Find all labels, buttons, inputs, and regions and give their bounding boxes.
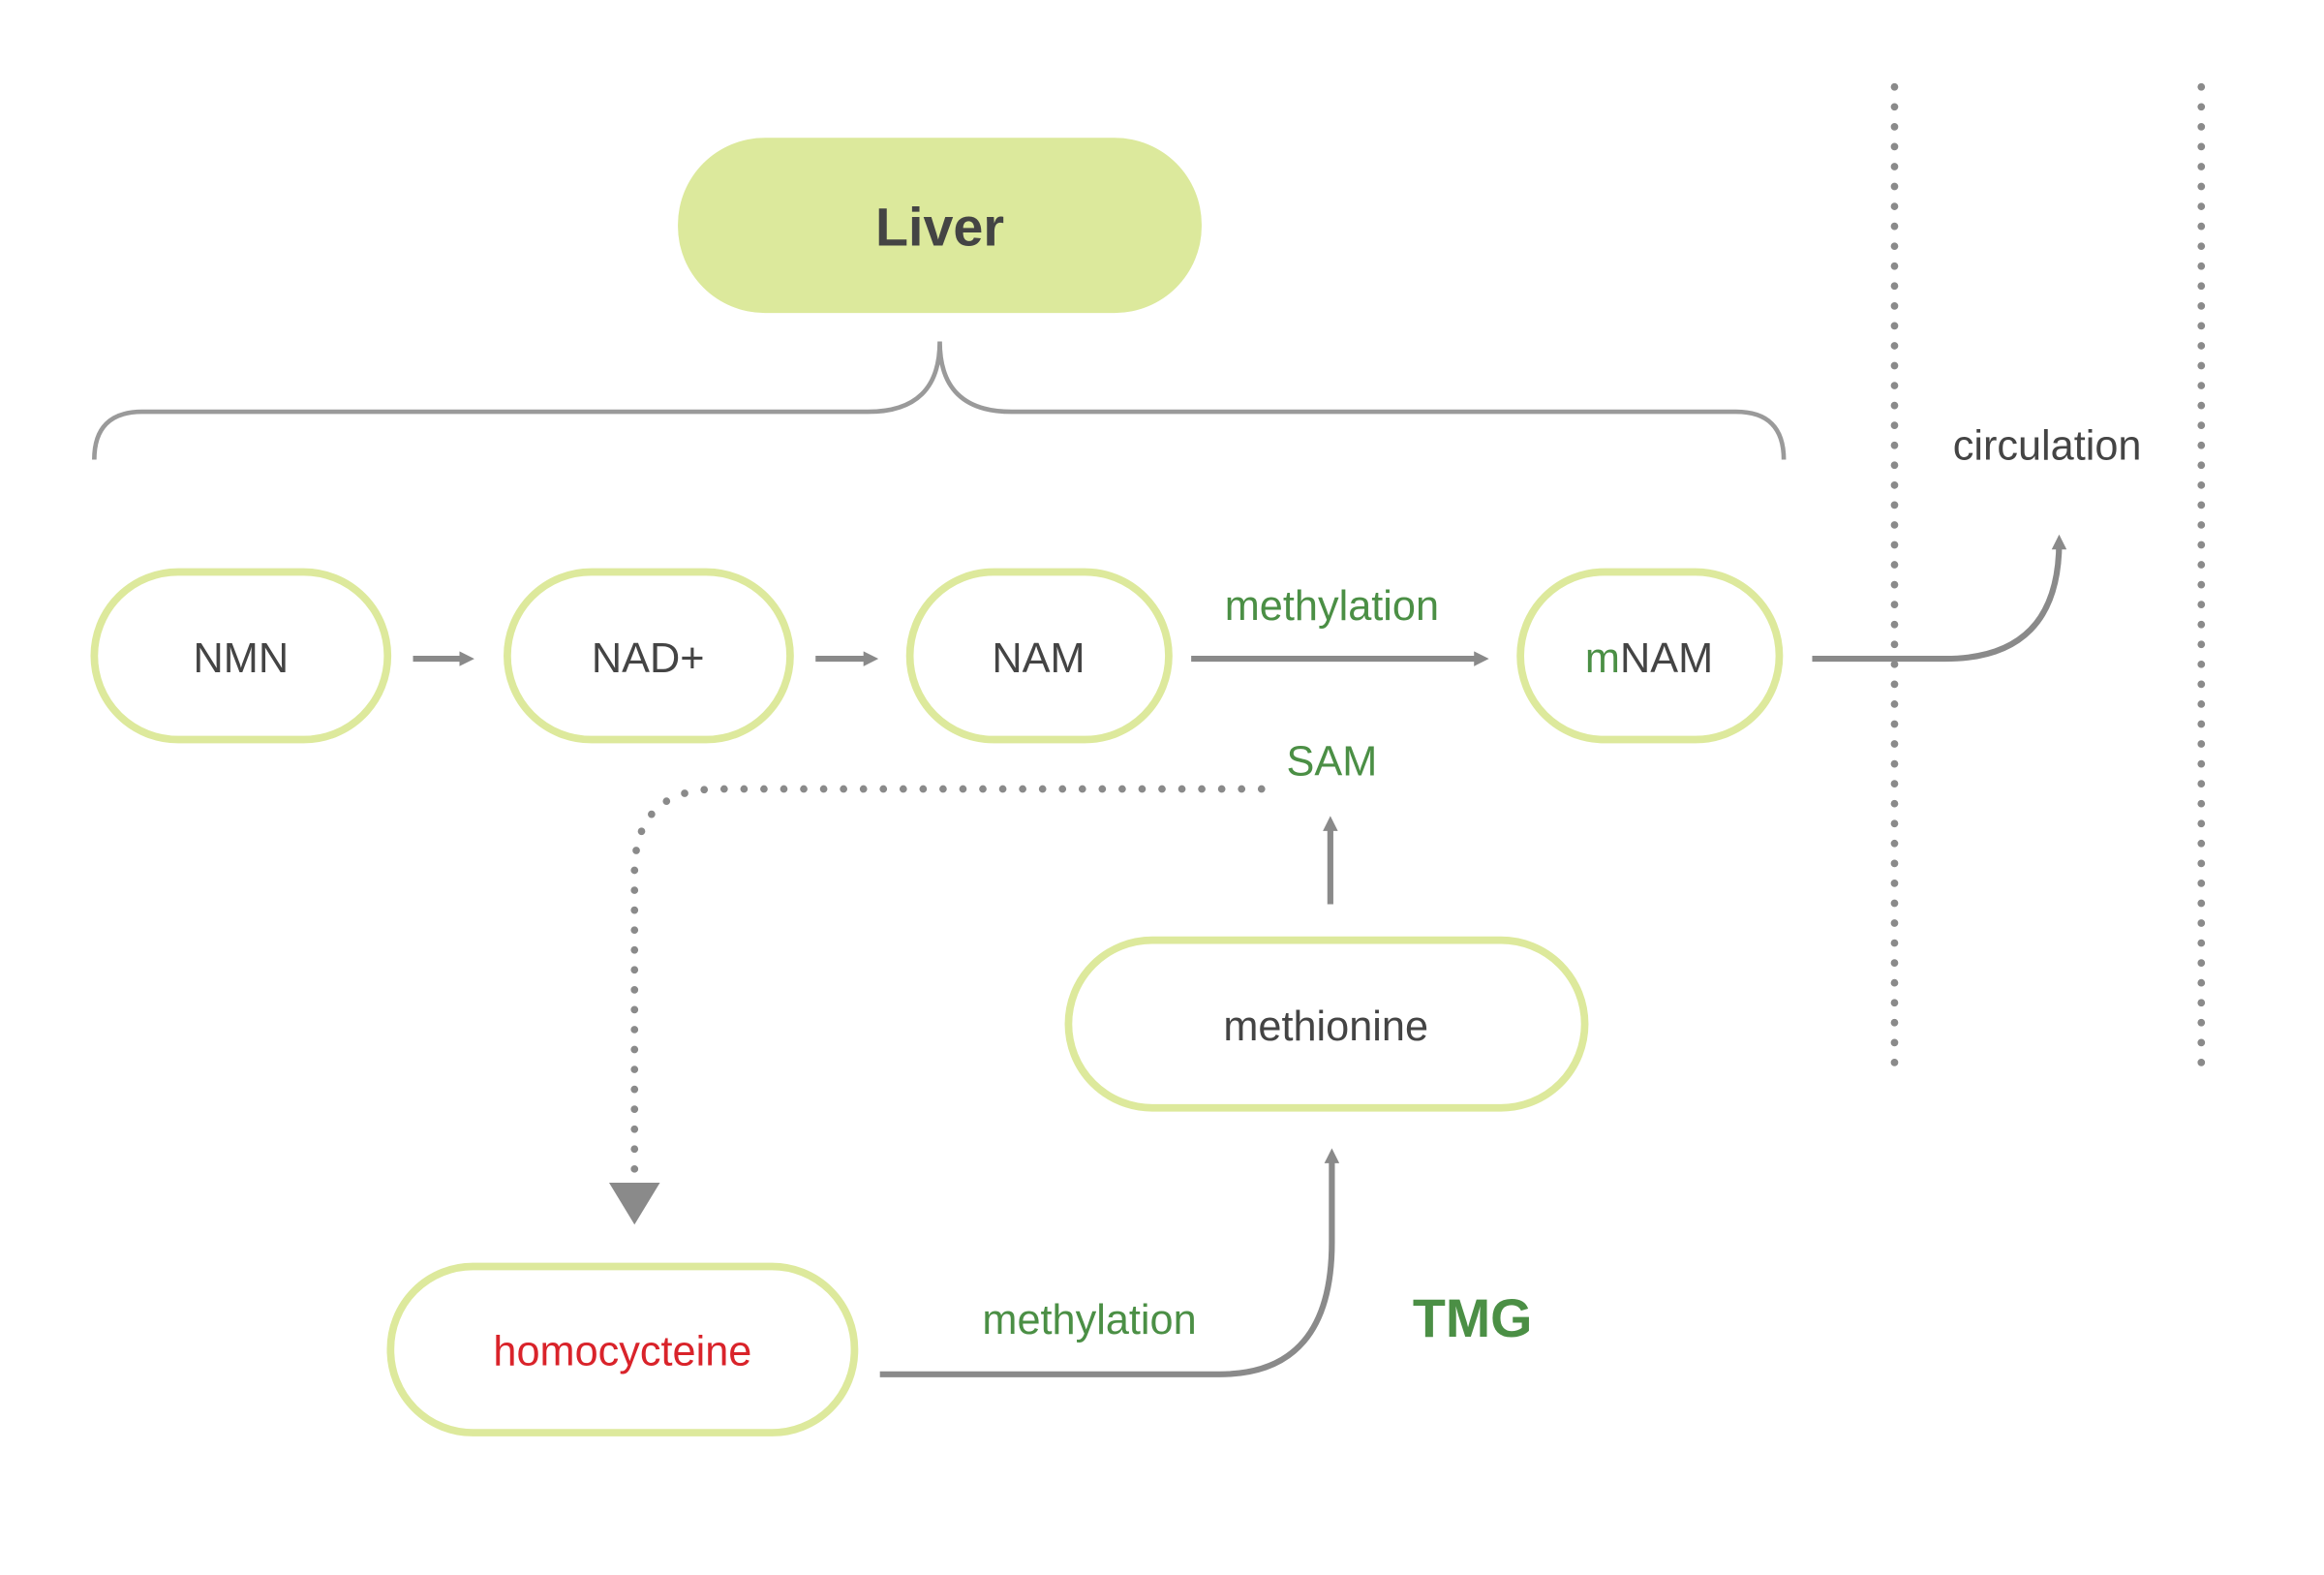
mnam-pill [1516, 568, 1784, 744]
mnam-label: mNAM [1585, 635, 1713, 682]
methionine-label: methionine [1223, 1004, 1428, 1050]
liver-title: Liver [875, 198, 1004, 258]
nam-pill [905, 568, 1173, 744]
tmg-label: TMG [1413, 1288, 1533, 1348]
methylation-bottom-label: methylation [982, 1297, 1196, 1343]
dotted-arrow-head [608, 1182, 660, 1225]
node-homocysteine: homocycteine [386, 1262, 859, 1436]
homocysteine-label: homocycteine [493, 1329, 751, 1375]
methylation-top-label: methylation [1225, 583, 1439, 630]
homocysteine-pill [386, 1262, 859, 1436]
mnam-prefix: m [1585, 635, 1620, 682]
node-nam: NAM [905, 568, 1173, 744]
node-nmn: NMN [90, 568, 392, 744]
arrow-mnam-to-circulation [1812, 534, 2067, 663]
node-nad: NAD+ [504, 568, 794, 744]
nam-label: NAM [992, 635, 1085, 682]
liver-pill [678, 138, 1202, 314]
sam-label: SAM [1287, 739, 1378, 786]
arrow-homocysteine-to-methionine [879, 1148, 1340, 1377]
node-methionine: methionine [1064, 936, 1589, 1112]
liver-brace [92, 341, 1787, 460]
node-mnam: mNAM [1516, 568, 1784, 744]
nad-label: NAD+ [592, 635, 705, 682]
nmn-pill [90, 568, 392, 744]
nad-pill [504, 568, 794, 744]
liver-header: Liver [678, 138, 1202, 314]
circulation-label: circulation [1953, 423, 2142, 470]
nmn-label: NMN [194, 635, 290, 682]
mnam-suffix: NAM [1620, 635, 1713, 682]
methionine-pill [1064, 936, 1589, 1112]
